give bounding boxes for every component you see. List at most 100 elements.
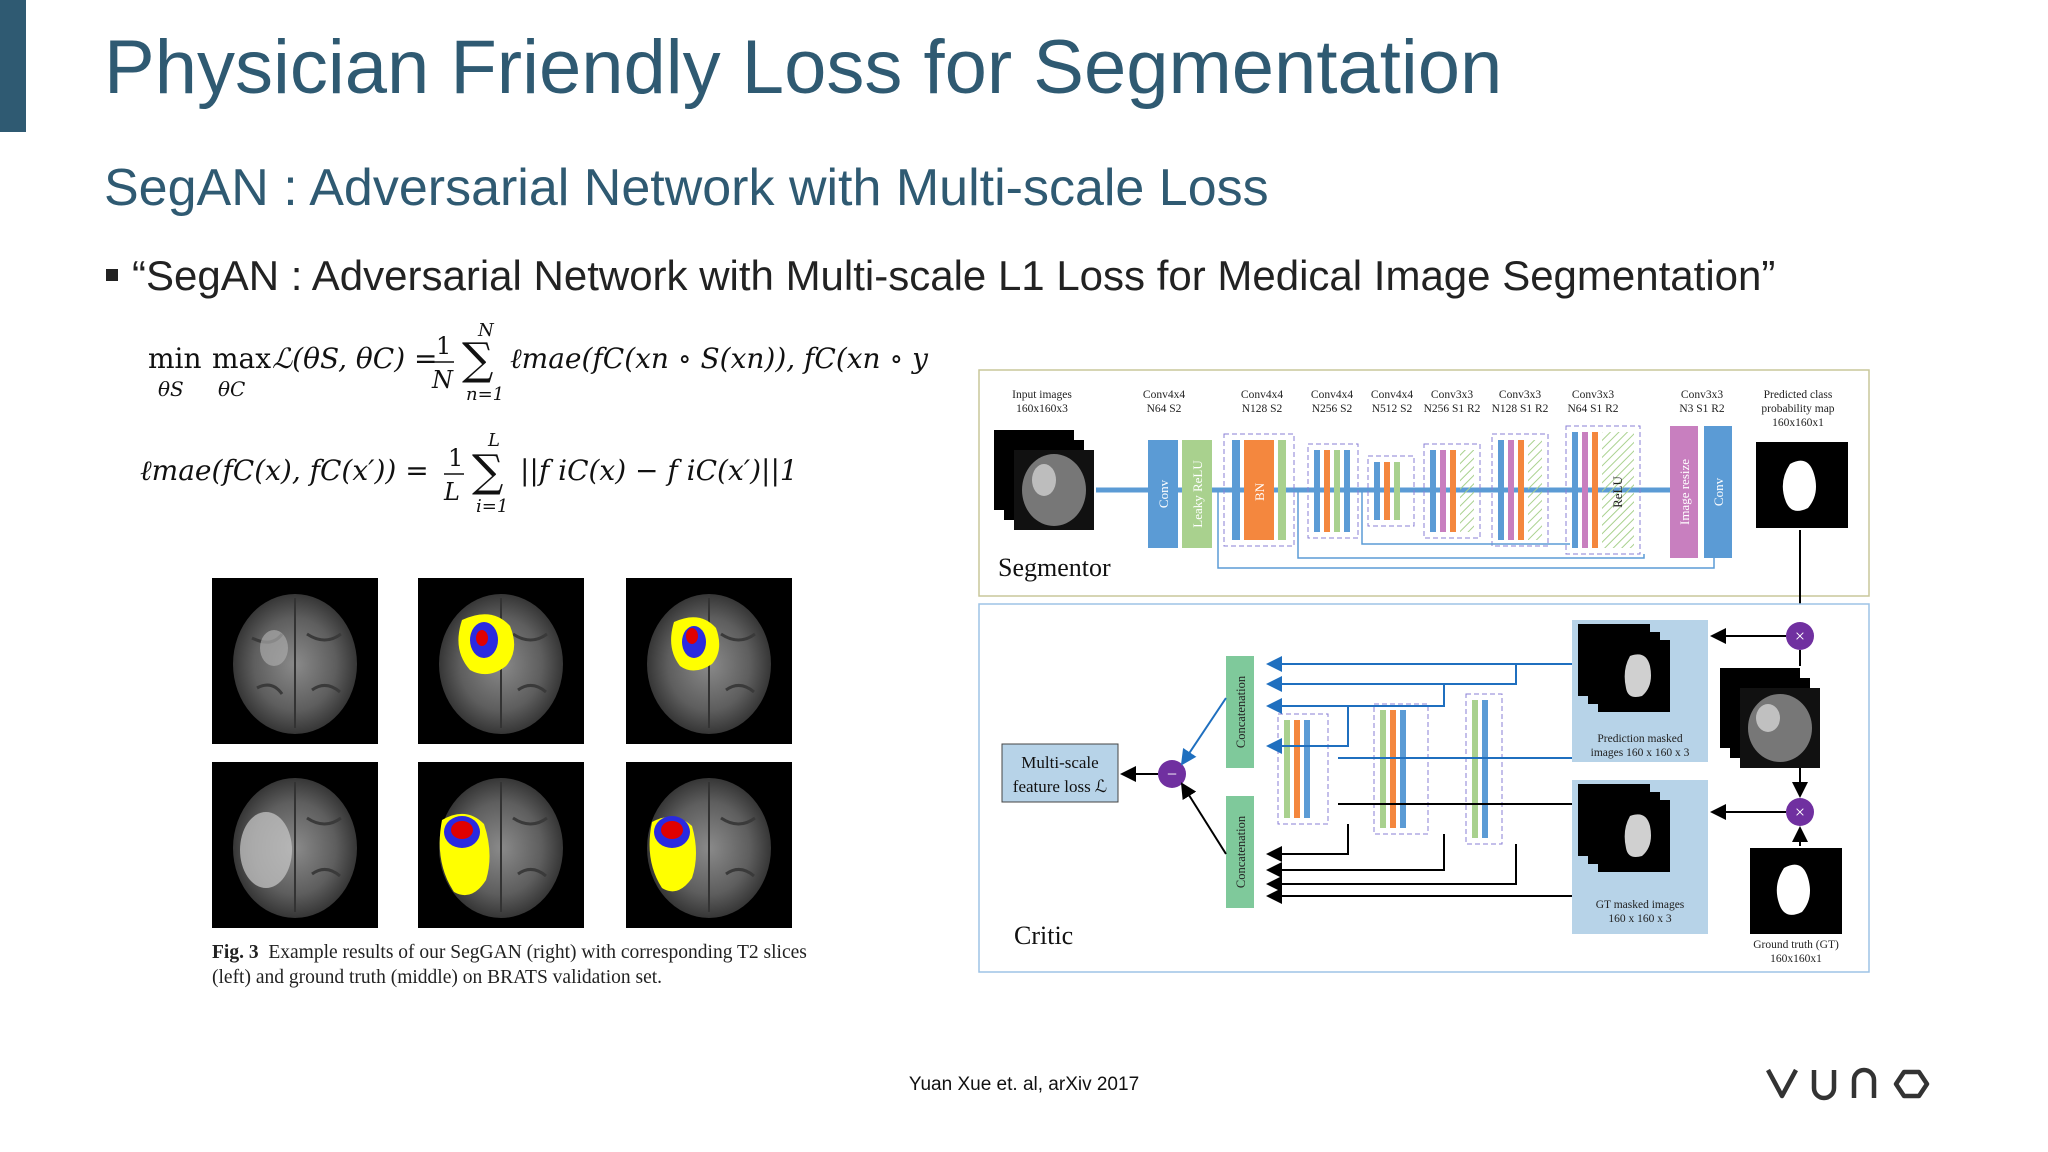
eq2-lhs: ℓmae(fC(x), fC(x′)) = (140, 454, 429, 487)
eq2-sum-top: L (487, 430, 500, 451)
output-label-3: 160x160x1 (1772, 417, 1824, 429)
critic-block-2 (1373, 703, 1429, 835)
eq1-max: max (212, 342, 271, 375)
concatenation-bottom-label: Concatenation (1234, 815, 1248, 888)
brain-slice-t2-2 (212, 762, 378, 928)
layer-5-l1: Conv3x3 (1499, 389, 1541, 401)
critic-input-images (1720, 668, 1820, 768)
eq1-frac-num: 1 (436, 332, 451, 360)
conv-block-label: Conv (1156, 479, 1171, 508)
layer-3-l1: Conv4x4 (1371, 389, 1413, 401)
eq1-sub-c: θC (218, 377, 245, 401)
bullet-square-icon (106, 268, 118, 281)
bullet-point: “SegAN : Adversarial Network with Multi-… (106, 252, 1775, 300)
brain-slice-t2-1 (212, 578, 378, 744)
encoder-block-2 (1307, 443, 1359, 539)
pred-masked-label-1: Prediction masked (1597, 733, 1683, 745)
layer-6-l1: Conv3x3 (1572, 389, 1614, 401)
slide-subtitle: SegAN : Adversarial Network with Multi-s… (104, 159, 1269, 217)
equation-1: min max θS θC ℒ(θS, θC) = 1 N ∑ N n=1 ℓm… (148, 320, 930, 405)
layer-3-l2: N512 S2 (1372, 403, 1413, 415)
image-resize-block (1670, 426, 1698, 558)
decoder-block-1 (1423, 443, 1481, 539)
eq1-sigma: ∑ (462, 334, 493, 385)
layer-0-l1: Conv4x4 (1143, 389, 1185, 401)
input-images-stack (994, 430, 1094, 530)
loss-equations: min max θS θC ℒ(θS, θC) = 1 N ∑ N n=1 ℓm… (140, 320, 930, 517)
concatenation-top-label: Concatenation (1234, 675, 1248, 748)
critic-block-1 (1277, 713, 1329, 825)
figure-label: Fig. 3 (212, 942, 259, 963)
layer-7-l1: Conv3x3 (1681, 389, 1723, 401)
gt-masked-label-1: GT masked images (1596, 899, 1685, 911)
brain-slice-ground-truth-2 (418, 762, 584, 928)
critic-panel (978, 603, 1870, 973)
segmentor-layer-labels: Input images 160x160x3 Conv4x4 N64 S2 Co… (1012, 389, 1835, 429)
eq2-frac-den: L (443, 478, 460, 506)
layer-2-l2: N256 S2 (1312, 403, 1353, 415)
output-label-1: Predicted class (1764, 389, 1833, 401)
eq1-loss: ℒ(θS, θC) = (272, 342, 438, 375)
gt-label-2: 160x160x1 (1770, 953, 1822, 965)
multiply-op-bottom (1786, 798, 1814, 826)
title-accent-bar (0, 0, 26, 132)
decoder-block-2 (1491, 433, 1549, 547)
input-label-1: Input images (1012, 389, 1072, 401)
concatenation-bottom (1226, 796, 1254, 908)
segan-architecture-diagram: Segmentor Input images 160x160x3 Conv4x4… (978, 369, 1870, 973)
eq1-frac-den: N (431, 366, 454, 394)
conv-out-block (1704, 426, 1732, 558)
layer-2-l1: Conv4x4 (1311, 389, 1353, 401)
output-label-2: probability map (1761, 403, 1834, 415)
brain-mri-figure (212, 578, 792, 930)
figure-caption: Fig. 3 Example results of our SegGAN (ri… (212, 940, 832, 990)
citation: Yuan Xue et. al, arXiv 2017 (908, 1074, 1140, 1095)
brain-slice-segan-2 (626, 762, 792, 928)
loss-label-1: Multi-scale (1021, 753, 1098, 772)
eq1-sum-top: N (477, 320, 495, 341)
encoder-block-1 (1223, 433, 1295, 547)
layer-6-l2: N64 S1 R2 (1567, 403, 1618, 415)
bn-block-label: BN (1252, 482, 1267, 501)
multi-scale-loss-box (1001, 743, 1119, 803)
eq2-sigma: ∑ (472, 446, 503, 497)
bullet-text: “SegAN : Adversarial Network with Multi-… (132, 252, 1776, 299)
pred-masked-label-2: images 160 x 160 x 3 (1591, 747, 1690, 759)
layer-0-l2: N64 S2 (1147, 403, 1182, 415)
layer-1-l2: N128 S2 (1242, 403, 1283, 415)
figure-caption-text: Example results of our SegGAN (right) wi… (212, 942, 807, 988)
decoder-block-3 (1565, 425, 1641, 555)
relu-block-label: ReLU (1610, 476, 1625, 508)
eq2-sum-bottom: i=1 (476, 496, 508, 517)
leaky-relu-block (1182, 440, 1212, 548)
gt-label-1: Ground truth (GT) (1753, 939, 1839, 951)
eq1-body: ℓmae(fC(xn ∘ S(xn)), fC(xn ∘ yn)) (510, 342, 930, 375)
eq1-sub-s: θS (158, 377, 184, 401)
multiply-op-bottom-symbol: × (1795, 802, 1805, 822)
subtract-op (1158, 760, 1186, 788)
layer-5-l2: N128 S1 R2 (1492, 403, 1549, 415)
equation-2: ℓmae(fC(x), fC(x′)) = 1 L ∑ L i=1 ||f iC… (140, 430, 798, 517)
brain-slice-segan-1 (626, 578, 792, 744)
critic-label: Critic (1014, 921, 1073, 950)
segmentor-label: Segmentor (998, 553, 1111, 582)
critic-block-3 (1465, 693, 1503, 845)
eq2-body: ||f iC(x) − f iC(x′)||1 (520, 454, 798, 487)
input-label-2: 160x160x3 (1016, 403, 1068, 415)
brain-slice-ground-truth-1 (418, 578, 584, 744)
leaky-relu-label: Leaky ReLU (1190, 460, 1205, 528)
eq1-min: min (148, 342, 202, 375)
layer-4-l1: Conv3x3 (1431, 389, 1473, 401)
conv-out-label: Conv (1711, 477, 1726, 506)
encoder-block-3 (1367, 455, 1415, 527)
image-resize-label: Image resize (1677, 459, 1692, 525)
multiply-op-top (1786, 622, 1814, 650)
concatenation-top (1226, 656, 1254, 768)
layer-7-l2: N3 S1 R2 (1679, 403, 1725, 415)
gt-masked-label-2: 160 x 160 x 3 (1608, 913, 1672, 925)
multiply-op-top-symbol: × (1795, 626, 1805, 646)
eq2-frac-num: 1 (448, 444, 463, 472)
slide-title: Physician Friendly Loss for Segmentation (104, 25, 1503, 110)
eq1-sum-bottom: n=1 (466, 384, 504, 405)
loss-label-2: feature loss ℒ (1013, 777, 1107, 796)
